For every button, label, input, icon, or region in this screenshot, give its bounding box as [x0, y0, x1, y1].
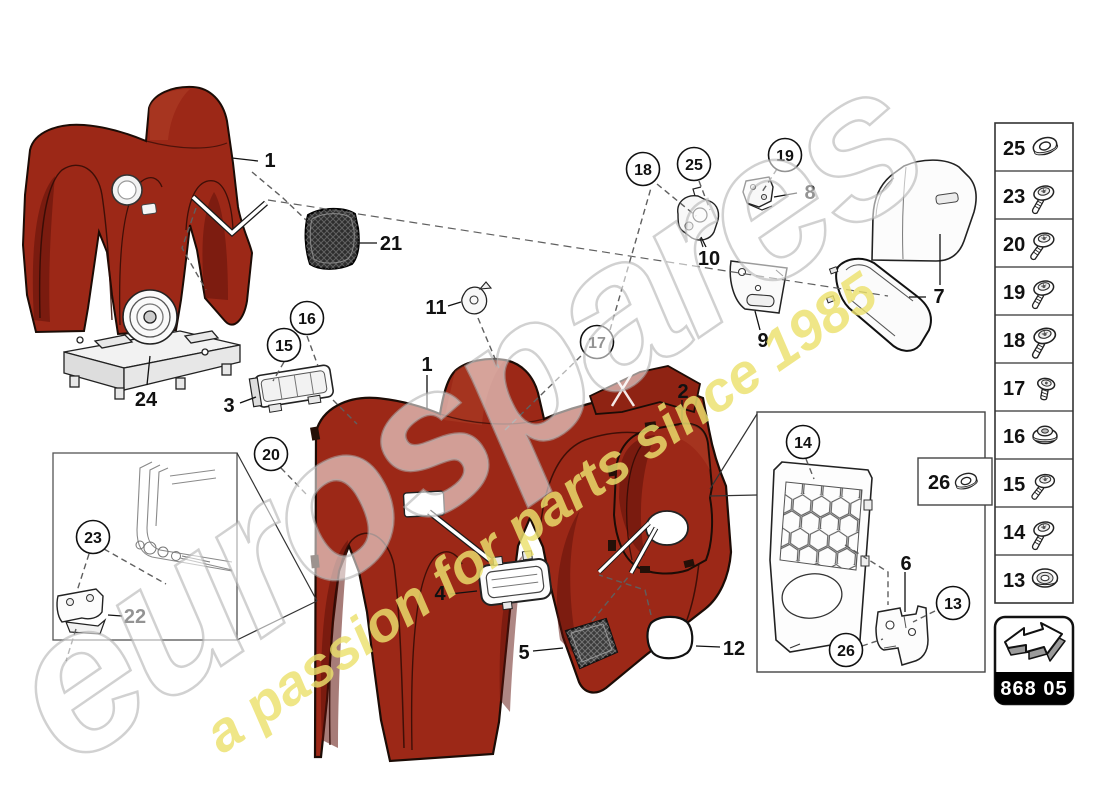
- diagram-code-box[interactable]: 868 05: [993, 615, 1075, 706]
- part-label-1[interactable]: 1: [264, 150, 275, 172]
- part-label-1b[interactable]: 1: [421, 354, 432, 376]
- sidebar-cell-23[interactable]: 23: [1003, 183, 1056, 215]
- callout-circle-14[interactable]: 14: [785, 424, 821, 460]
- callout-circle-13[interactable]: 13: [935, 585, 971, 621]
- leader-lines-solid: [107, 157, 941, 652]
- flanged-torx-screw-icon-cell-18[interactable]: 18: [1003, 325, 1058, 359]
- part-label-10[interactable]: 10: [698, 248, 720, 270]
- callout-circle-23[interactable]: 23: [75, 519, 111, 555]
- svg-text:15: 15: [1003, 474, 1025, 496]
- callout-circle-18[interactable]: 18: [625, 151, 661, 187]
- part-label-21[interactable]: 21: [380, 233, 402, 255]
- cover-cap-12: [646, 615, 694, 660]
- callout-circle-20[interactable]: 20: [253, 436, 289, 472]
- part-label-9[interactable]: 9: [757, 330, 768, 352]
- sidebar-cell-13[interactable]: 13: [1003, 568, 1059, 592]
- svg-text:23: 23: [1003, 186, 1025, 208]
- sidebar-cell-16[interactable]: 16: [1003, 425, 1058, 448]
- svg-text:23: 23: [84, 530, 102, 547]
- inset-box-number[interactable]: 26: [928, 472, 950, 494]
- part-label-4[interactable]: 4: [434, 583, 446, 605]
- svg-text:26: 26: [837, 643, 855, 660]
- callout-circle-19[interactable]: 19: [767, 137, 803, 173]
- part-label-11[interactable]: 11: [425, 297, 446, 319]
- part-label-3[interactable]: 3: [223, 395, 234, 417]
- panel-cutout: [402, 490, 446, 518]
- svg-text:13: 13: [944, 596, 962, 613]
- part-label-7[interactable]: 7: [933, 286, 944, 308]
- trim-blade-7: [825, 257, 932, 352]
- speaker-grille-5: [564, 617, 619, 670]
- leader-lines-dashed: [65, 168, 936, 662]
- grommet-icon: [1031, 568, 1059, 588]
- leader-ribbons: [190, 194, 659, 575]
- part-label-6[interactable]: 6: [900, 553, 911, 575]
- svg-text:17: 17: [588, 335, 606, 352]
- svg-text:16: 16: [1003, 426, 1025, 448]
- circled-callouts: 18 25 19 17 16 15 20 23 14 13 26: [75, 137, 971, 668]
- window-frame-detail-box: [52, 452, 238, 641]
- svg-text:14: 14: [1003, 522, 1026, 544]
- callout-circle-15[interactable]: 15: [266, 327, 302, 363]
- speaker-assembly: [63, 289, 241, 400]
- speaker-cutout: [645, 510, 689, 546]
- clip-11: [461, 281, 493, 315]
- diagram-code: 868 05: [1000, 678, 1067, 700]
- svg-text:18: 18: [634, 162, 652, 179]
- part-label-2[interactable]: 2: [677, 381, 688, 403]
- latch-bracket-10: [677, 186, 720, 248]
- bracket-6: [875, 605, 929, 666]
- mount-plate-9: [729, 260, 788, 314]
- svg-text:25: 25: [1003, 138, 1025, 160]
- honeycomb-frame-14: [769, 461, 873, 653]
- speaker-grille-21: [304, 207, 360, 270]
- svg-text:19: 19: [776, 148, 794, 165]
- direction-arrow-icon: [1004, 622, 1066, 662]
- svg-text:16: 16: [298, 311, 316, 328]
- svg-text:13: 13: [1003, 570, 1025, 592]
- detail-box-14: [756, 411, 986, 673]
- svg-text:18: 18: [1003, 330, 1025, 352]
- sidebar-cell-25[interactable]: 25: [1003, 133, 1060, 160]
- callout-wedges: [236, 413, 758, 641]
- svg-text:15: 15: [275, 338, 293, 355]
- bracket-3: [248, 364, 334, 413]
- part-label-22[interactable]: 22: [124, 606, 146, 628]
- sidebar-cell-15[interactable]: 15: [1003, 470, 1058, 503]
- quarter-window-panel-7: [871, 159, 977, 262]
- sidebar-cell-20[interactable]: 20: [1003, 229, 1057, 263]
- part-label-8[interactable]: 8: [804, 182, 815, 204]
- svg-text:20: 20: [262, 447, 280, 464]
- sidebar-cell-19[interactable]: 19: [1003, 278, 1056, 310]
- callout-circle-17[interactable]: 17: [579, 324, 615, 360]
- inset-box-26[interactable]: 26: [917, 457, 993, 506]
- vent-grille-4: [477, 550, 553, 611]
- svg-text:25: 25: [685, 157, 703, 174]
- svg-text:17: 17: [1003, 378, 1025, 400]
- sidebar-cell-14[interactable]: 14: [1003, 519, 1056, 551]
- hinge-bracket-8: [742, 176, 774, 211]
- fastener-sidebar: 25 23 20 19 18 17 16 15: [994, 122, 1074, 604]
- bracket-22: [56, 588, 107, 635]
- callout-circle-25[interactable]: 25: [676, 146, 712, 182]
- part-label-5[interactable]: 5: [518, 642, 529, 664]
- rear-panel-trim-upper: [21, 85, 254, 336]
- svg-text:20: 20: [1003, 234, 1025, 256]
- svg-text:14: 14: [794, 435, 812, 452]
- callout-circle-16[interactable]: 16: [289, 300, 325, 336]
- part-label-24[interactable]: 24: [135, 389, 158, 411]
- part-label-12[interactable]: 12: [723, 638, 745, 660]
- svg-text:19: 19: [1003, 282, 1025, 304]
- callout-circle-26[interactable]: 26: [828, 632, 864, 668]
- sidebar-cell-17[interactable]: 17: [1003, 376, 1057, 402]
